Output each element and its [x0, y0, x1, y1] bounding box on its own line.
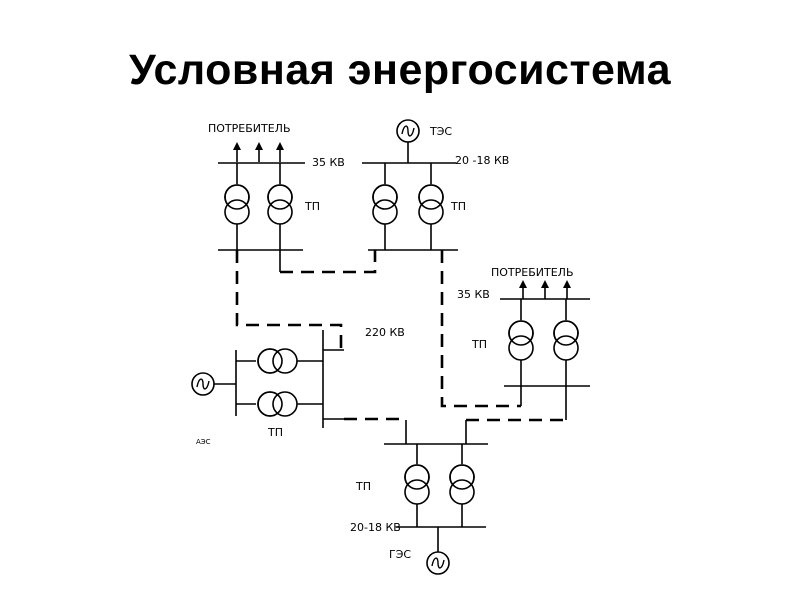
ges-label: ГЭС	[389, 548, 411, 561]
tes-label: ТЭС	[429, 125, 452, 138]
kv35-2-label: 35 КВ	[457, 288, 490, 301]
consumer-2-label: ПОТРЕБИТЕЛЬ	[491, 266, 574, 279]
kv-tes-label: 20 -18 КВ	[455, 154, 509, 167]
kv220-label: 220 КВ	[365, 326, 405, 339]
transformer-icon	[553, 320, 579, 361]
substation-tes: ТЭС 20 -18 КВ ТП	[362, 119, 509, 251]
generator-icon	[396, 119, 420, 143]
tp-1-label: ТП	[304, 200, 320, 213]
substation-ges: ТП 20-18 КВ ГЭС	[350, 420, 488, 575]
aes-label: АЭС	[196, 438, 211, 446]
kv35-1-label: 35 КВ	[312, 156, 345, 169]
kv-ges-label: 20-18 КВ	[350, 521, 401, 534]
transformer-icon	[372, 184, 398, 225]
arrow-up-icon	[519, 280, 527, 288]
slide-title: Условная энергосистема	[128, 46, 672, 94]
substation-consumer-2: ПОТРЕБИТЕЛЬ 35 КВ ТП	[457, 266, 590, 420]
dashed-line	[440, 250, 521, 408]
arrow-up-icon	[276, 142, 284, 150]
dashed-line	[280, 250, 377, 274]
transformer-icon	[449, 464, 475, 505]
generator-icon	[191, 372, 215, 396]
tp-4-label: ТП	[267, 426, 283, 439]
tp-5-label: ТП	[355, 480, 371, 493]
dashed-line	[235, 250, 343, 350]
transformer-icon	[224, 184, 250, 225]
arrow-up-icon	[233, 142, 241, 150]
arrow-up-icon	[563, 280, 571, 288]
transformer-icon	[404, 464, 430, 505]
substation-consumer-1: ПОТРЕБИТЕЛЬ 35 КВ ТП	[208, 122, 345, 272]
transformer-icon	[508, 320, 534, 361]
transformer-icon	[267, 184, 293, 225]
arrow-up-icon	[541, 280, 549, 288]
transformer-icon	[257, 348, 298, 374]
tp-2-label: ТП	[450, 200, 466, 213]
generator-icon	[426, 551, 450, 575]
transformer-icon	[418, 184, 444, 225]
arrow-up-icon	[255, 142, 263, 150]
transmission-lines-220kv	[235, 250, 566, 422]
transformer-icon	[257, 391, 298, 417]
substation-aes: АЭС ТП	[191, 330, 344, 446]
consumer-1-label: ПОТРЕБИТЕЛЬ	[208, 122, 291, 135]
tp-3-label: ТП	[471, 338, 487, 351]
